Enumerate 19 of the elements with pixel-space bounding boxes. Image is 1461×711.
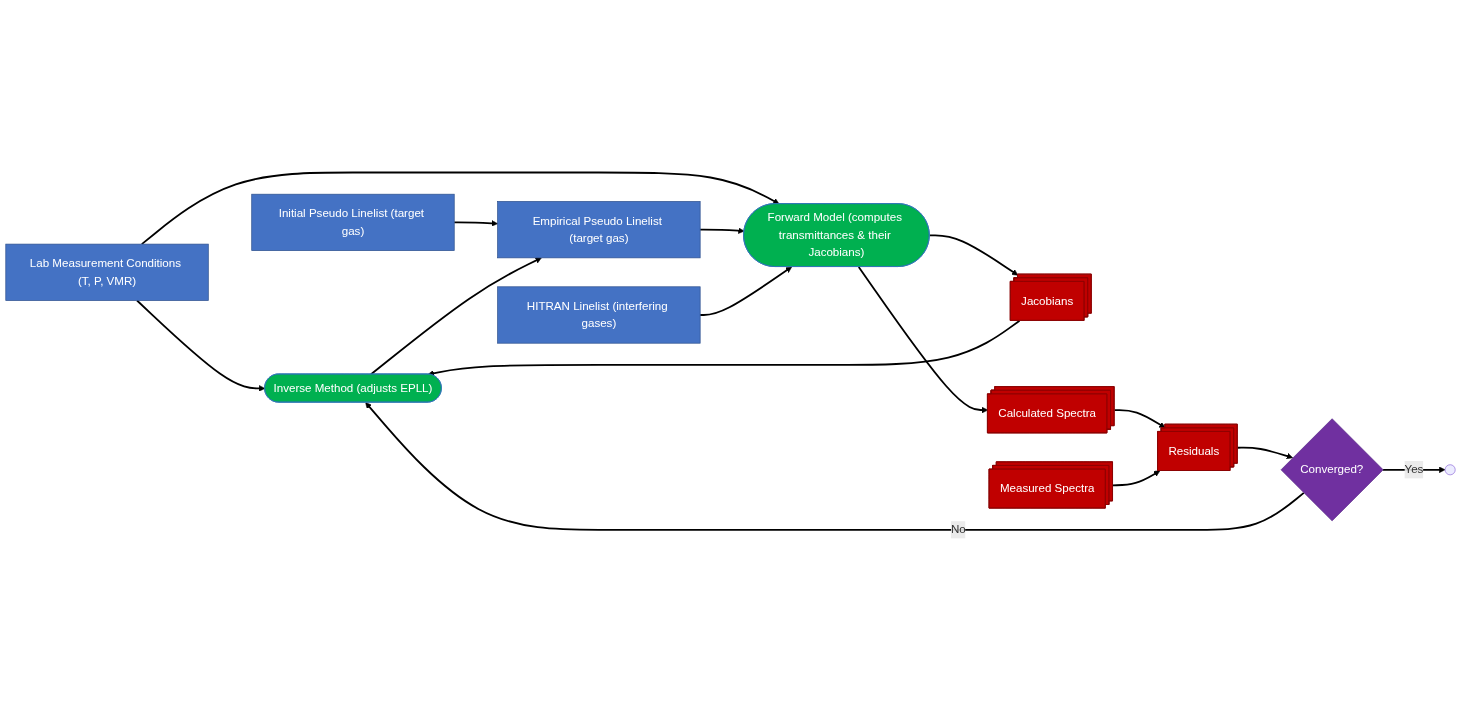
edge-label: No	[950, 523, 966, 536]
edge-label: Yes	[1404, 463, 1424, 476]
node-box: Lab Measurement Conditions (T, P, VMR)	[5, 243, 209, 301]
arrow	[1112, 470, 1161, 487]
arrow	[1236, 446, 1293, 460]
arrow	[453, 220, 498, 227]
arrow	[365, 402, 1305, 531]
arrow	[1113, 409, 1166, 429]
node-box: Empirical Pseudo Linelist (target gas)	[497, 201, 701, 259]
arrow	[857, 266, 989, 414]
arrow	[928, 234, 1019, 276]
node-box: HITRAN Linelist (interfering gases)	[497, 286, 701, 344]
arrow	[699, 266, 792, 316]
node-box: Initial Pseudo Linelist (target gas)	[251, 193, 455, 251]
arrow	[699, 227, 745, 234]
arrow	[140, 171, 780, 245]
node-diamond: Converged?	[1280, 418, 1384, 522]
arrow	[427, 319, 1021, 377]
arrow	[136, 299, 266, 392]
